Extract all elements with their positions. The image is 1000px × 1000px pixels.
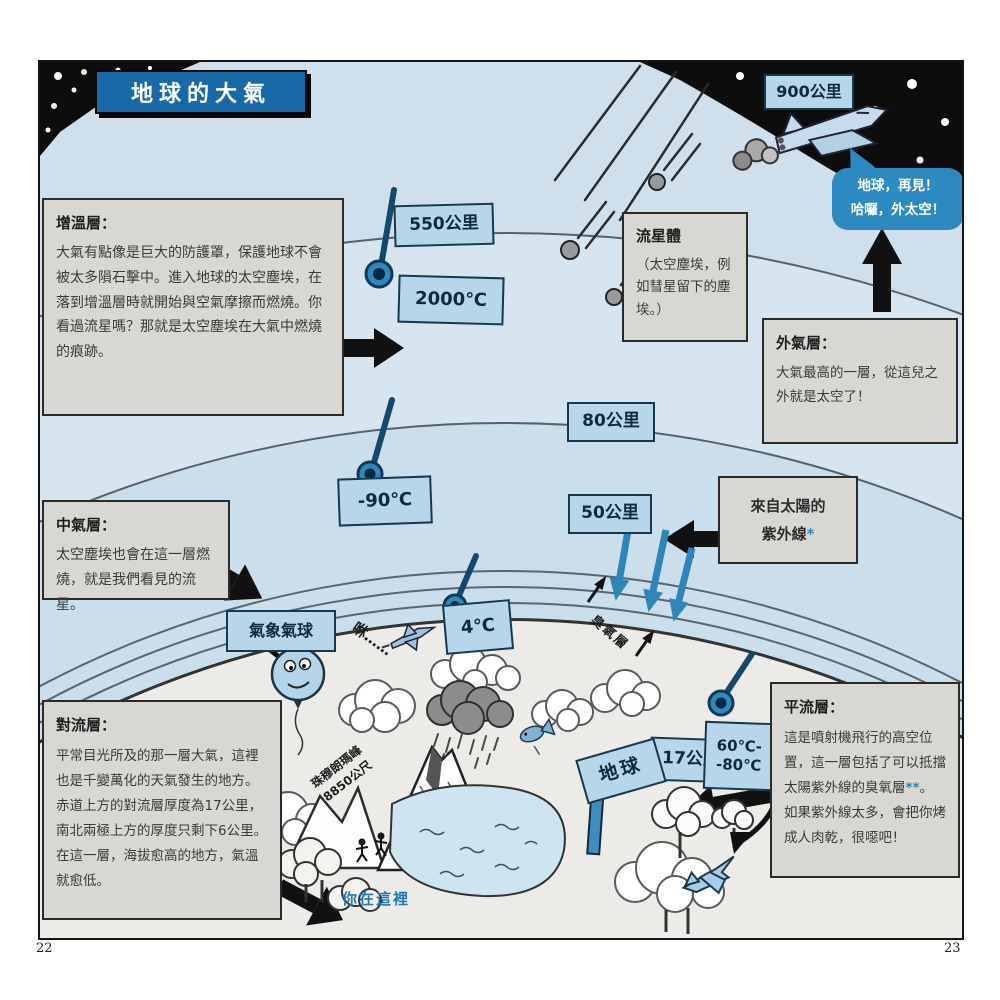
meteoroid-box: 流星體 （太空塵埃，例如彗星留下的塵埃。） xyxy=(622,212,748,342)
ozone-band-line xyxy=(40,586,962,938)
bubble-line1: 地球，再見！ xyxy=(857,178,939,195)
arrow-troposphere xyxy=(275,879,343,926)
weather-balloon-label: 氣象氣球 xyxy=(226,610,336,652)
jumping-fish xyxy=(519,717,556,756)
arrow-thermosphere xyxy=(340,328,404,368)
page-title: 地球的大氣 xyxy=(95,70,307,114)
rain-cloud xyxy=(426,680,514,769)
uv-box: 來自太陽的 紫外線* xyxy=(718,476,858,564)
stratosphere-box-title: 平流層： xyxy=(784,698,845,716)
temp-minus80-line: -80℃ xyxy=(715,755,762,775)
jet-plane-icon xyxy=(381,622,437,652)
trees xyxy=(277,786,754,934)
uv-ray-arrows xyxy=(609,507,696,622)
temperature-label-4c: 4℃ xyxy=(441,599,515,655)
thermosphere-box: 增溫層： 大氣有點像是巨大的防護罩，保護地球不會被太多隕石擊中。進入地球的太空塵… xyxy=(42,198,344,416)
altitude-label-900km: 900公里 xyxy=(764,74,854,110)
ozone-band-line xyxy=(40,570,962,938)
exosphere-box: 外氣層： 大氣最高的一層，從這兒之外就是太空了！ xyxy=(762,318,958,444)
stratosphere-box: 平流層： 這是噴射機飛行的高空位置，這一層包括了可以抵擋太陽紫外線的臭氧層**。… xyxy=(770,682,960,878)
comic-panel: 地球的大氣 900公里 550公里 2000℃ 80公里 -90℃ 50公里 氣… xyxy=(38,60,964,940)
uv-asterisk: * xyxy=(806,525,815,543)
ozone-pointer-arrows xyxy=(586,575,655,657)
stick-figures xyxy=(355,832,388,863)
arrow-exosphere-up xyxy=(862,228,902,312)
shuttle-speech-bubble: 地球，再見！ 哈囉，外太空！ xyxy=(832,168,962,230)
you-are-here-label: 你在這裡 xyxy=(342,890,411,908)
weather-balloon xyxy=(270,646,326,756)
meteoroid-rocks xyxy=(560,173,666,306)
altitude-label-550km: 550公里 xyxy=(393,202,495,248)
altitude-label-50km: 50公里 xyxy=(568,494,652,534)
mesosphere-box: 中氣層： 太空塵埃也會在這一層燃燒，就是我們看見的流星。 xyxy=(42,500,230,613)
troposphere-box-body: 平常目光所及的那一層大氣，這裡也是千變萬化的天氣發生的地方。赤道上方的對流層厚度… xyxy=(56,747,268,889)
space-shuttle xyxy=(732,105,889,171)
page-number-right: 23 xyxy=(944,941,961,956)
mesosphere-box-body: 太空塵埃也會在這一層燃燒，就是我們看見的流星。 xyxy=(56,546,210,613)
stratosphere-text-1: 這是噴射機飛行的高空位置，這一層包括了可以抵擋太陽紫外線的臭氧層 xyxy=(784,729,946,796)
stratosphere-box-body: 這是噴射機飛行的高空位置，這一層包括了可以抵擋太陽紫外線的臭氧層**。如果紫外線… xyxy=(784,730,946,846)
temp-60-line: 60℃- xyxy=(716,736,763,757)
temperature-label-60-minus80: 60℃- -80℃ xyxy=(702,720,776,792)
thermometer-stratosphere xyxy=(707,651,755,717)
exosphere-box-body: 大氣最高的一層，從這兒之外就是太空了！ xyxy=(776,364,938,405)
space-corner-top-left xyxy=(40,62,200,156)
mesosphere-box-title: 中氣層： xyxy=(56,516,117,534)
bubble-line2: 哈囉，外太空！ xyxy=(850,202,946,218)
airliner xyxy=(681,855,735,895)
uv-box-line2: 紫外線* xyxy=(762,520,815,549)
meteoroid-box-title: 流星體 xyxy=(636,227,682,245)
troposphere-box-title: 對流層： xyxy=(56,716,117,734)
thermosphere-box-title: 增溫層： xyxy=(56,214,117,232)
troposphere-box: 對流層： 平常目光所及的那一層大氣，這裡也是千變萬化的天氣發生的地方。赤道上方的… xyxy=(42,700,282,920)
altitude-label-80km: 80公里 xyxy=(567,402,655,442)
temperature-label-minus90c: -90℃ xyxy=(337,475,433,527)
arrow-uv-left xyxy=(664,520,720,558)
uv-text: 紫外線 xyxy=(761,525,807,543)
thermometer-80km xyxy=(356,397,395,488)
lake xyxy=(388,784,566,898)
page-number-left: 22 xyxy=(36,941,53,956)
stratosphere-asterisks: ** xyxy=(905,779,920,796)
stratosphere-text-2: 。如果紫外線太多，會把你烤成人肉乾，很噁吧！ xyxy=(784,779,946,846)
uv-box-line1: 來自太陽的 xyxy=(750,496,826,515)
meteoroid-box-body: （太空塵埃，例如彗星留下的塵埃。） xyxy=(636,256,731,319)
thermosphere-box-body: 大氣有點像是巨大的防護罩，保護地球不會被太多隕石擊中。進入地球的太空塵埃，在落到… xyxy=(56,244,322,361)
temperature-label-2000c: 2000℃ xyxy=(397,274,505,326)
exosphere-box-title: 外氣層： xyxy=(776,334,837,352)
thermometer-550km xyxy=(364,187,397,289)
